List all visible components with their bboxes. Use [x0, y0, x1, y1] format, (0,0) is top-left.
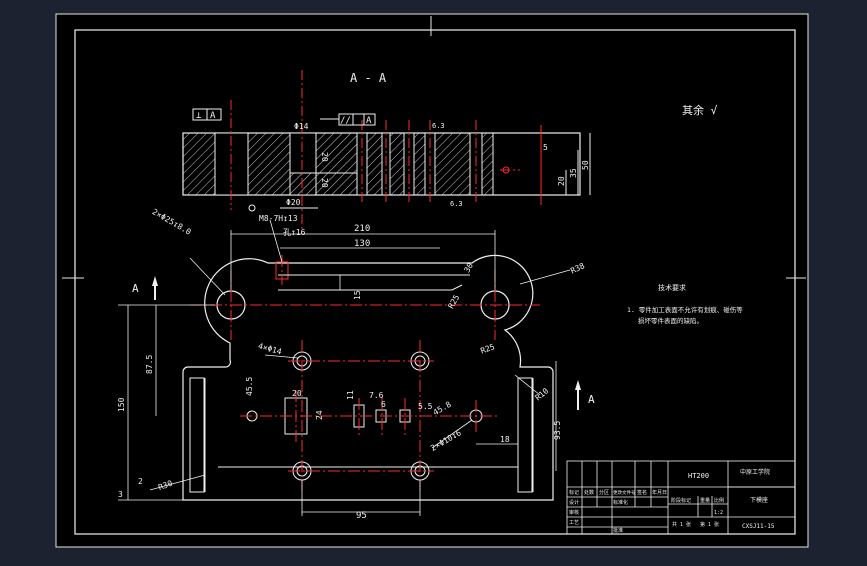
leader-holes2: [189, 257, 226, 296]
tech-req-line2: 损坏零件表面的缺陷。: [638, 316, 703, 325]
dim-6: 6: [381, 400, 386, 409]
tb-h-sign: 签名: [637, 489, 647, 496]
gdt-perp-ref: A: [210, 111, 216, 121]
tb-h-count: 处数: [584, 489, 594, 496]
dim-20c: 20: [557, 176, 566, 186]
tb-craft: 工艺: [569, 520, 579, 526]
dim-phi20: Φ20: [286, 198, 301, 207]
tb-scale-val: 1:2: [714, 510, 723, 516]
tech-req-title: 技术要求: [658, 283, 686, 292]
leader-thread: [269, 219, 283, 263]
dim-210: 210: [354, 224, 370, 234]
tb-check: 审核: [569, 509, 579, 516]
dim-87-5: 87.5: [145, 355, 154, 374]
gdt-parallel-frame: // A: [320, 113, 376, 126]
tb-h-date: 年月日: [652, 489, 667, 496]
tb-h-zone: 分区: [599, 489, 609, 496]
dim-7-6: 7.6: [369, 391, 384, 400]
gdt-perp-symbol: ⊥: [196, 111, 202, 121]
cut-arrow-right: [575, 380, 581, 390]
tb-sheet-no: 第 1 张: [700, 521, 719, 528]
rest-roughness-mark: 其余 √: [682, 103, 718, 117]
gdt-perp-frame: ⊥ A: [192, 108, 222, 121]
dim-15: 15: [353, 290, 362, 300]
dim-2: 2: [138, 477, 143, 486]
tb-stage-mark: 阶段标记: [671, 497, 691, 504]
leader-r30: [514, 374, 541, 396]
plate-outline: [182, 254, 554, 501]
gdt-parallel-ref: A: [366, 116, 372, 126]
dim-45-5: 45.5: [245, 377, 254, 396]
cut-arrow-left: [152, 276, 158, 286]
tb-sheets: 共 1 张: [672, 521, 691, 528]
dim-93-5: 93.5: [553, 421, 562, 440]
drawing-frame: [74, 29, 796, 535]
tb-h-doc: 更改文件号: [613, 489, 636, 496]
gdt-parallel-symbol: //: [340, 116, 351, 126]
dim-95: 95: [356, 511, 367, 521]
section-hole-mark: [502, 166, 510, 174]
leader-4phi14: [264, 354, 299, 359]
dim-5a: 5: [543, 143, 548, 152]
leader-r38: [519, 269, 571, 285]
dim-50: 50: [581, 160, 590, 170]
leader-r20: [149, 474, 206, 491]
view-label-left: A: [132, 282, 139, 295]
dim-20: 20: [292, 389, 302, 398]
tb-weight: 重量: [700, 497, 710, 504]
dim-5-5: 5.5: [418, 402, 433, 411]
section-counterbore: [289, 172, 317, 196]
left-rail: [189, 377, 205, 493]
tb-h-mark: 标记: [569, 489, 579, 496]
tb-std: 标准化: [613, 499, 628, 506]
title-block-text: HT200 中原工学院 下模座 CXSJ11-15 标记 处数 分区 更改文件号…: [569, 468, 775, 534]
tb-part-name: 下模座: [750, 496, 768, 504]
right-rail: [517, 377, 533, 493]
tb-material: HT200: [688, 472, 709, 480]
dim-20a: 20: [320, 152, 329, 162]
tb-school: 中原工学院: [740, 468, 770, 476]
dim-20b: 20: [320, 178, 329, 188]
dim-24: 24: [315, 410, 324, 420]
section-view: A - A ⊥ A: [182, 70, 591, 230]
tb-drawing-no: CXSJ11-15: [742, 523, 775, 530]
dim-thread: M8-7H↧13: [259, 214, 298, 223]
dim-18: 18: [500, 435, 510, 444]
leader-2phi10: [431, 419, 473, 449]
dim-hole: 孔↧16: [283, 228, 306, 237]
tb-scale: 比例: [714, 497, 724, 504]
section-title: A - A: [350, 71, 387, 85]
title-block: [566, 460, 796, 535]
dim-11: 11: [346, 390, 355, 400]
view-label-right: A: [588, 393, 595, 406]
dim-35: 35: [569, 168, 578, 178]
dim-30: 30: [462, 261, 475, 274]
tb-design: 设计: [569, 499, 579, 506]
dim-3: 3: [118, 490, 123, 499]
roughness-bottom: 6.3: [450, 200, 463, 208]
dim-phi14: Φ14: [294, 122, 309, 131]
tech-req-line1: 1. 零件加工表面不允许有划痕、碰伤等: [627, 305, 743, 314]
datum-circle: [248, 204, 256, 212]
slot-outline: [278, 284, 463, 291]
dim-130: 130: [354, 239, 370, 249]
drawing-sheet: [55, 13, 809, 548]
roughness-top: 6.3: [432, 122, 445, 130]
dim-150: 150: [117, 397, 126, 412]
tb-approve: 批准: [613, 527, 623, 534]
